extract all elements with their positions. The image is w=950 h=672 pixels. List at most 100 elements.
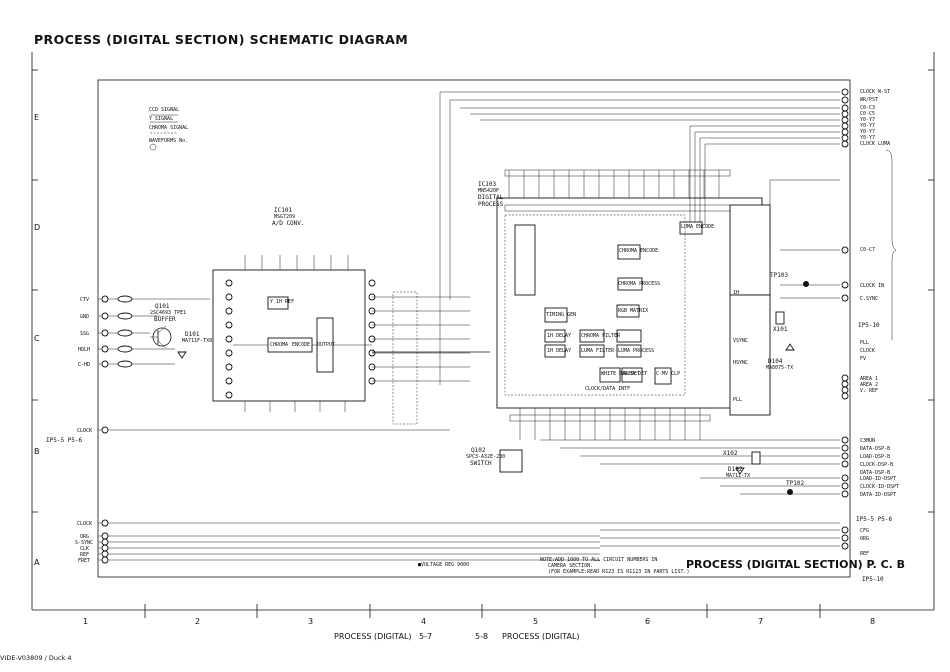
col-label-2: 2	[195, 617, 201, 626]
conn-right-10: CLOCK IN	[860, 283, 885, 289]
ic103-function2: PROCESS	[478, 201, 504, 208]
block-luma-encode: LUMA ENCODE	[681, 224, 715, 230]
conn-right-low-4: DATA-DSP-B	[860, 470, 891, 476]
ic101-function: A/D CONV.	[272, 220, 305, 227]
conn-left-gnd: GND	[80, 314, 90, 320]
note-line-3: (FOR EXAMPLE:READ R123 IS R1123 IN PARTS…	[548, 569, 690, 575]
block-rgb-matrix: RGB MATRIX	[618, 308, 649, 314]
col-label-1: 1	[83, 617, 89, 626]
legend	[149, 114, 178, 151]
col-label-7: 7	[758, 617, 764, 626]
block-hsync: HSYNC	[733, 360, 749, 366]
d101-ref: D101	[185, 331, 200, 338]
q101-symbol	[150, 325, 172, 349]
right-ref-page-2: IP5-5 P5-6	[856, 516, 893, 523]
block-timing-gen: TIMING GEN	[546, 312, 577, 318]
block-white-bal: WHITE BAL DET	[601, 371, 641, 377]
row-label-d: D	[34, 223, 41, 232]
col-label-4: 4	[421, 617, 427, 626]
row-label-e: E	[34, 113, 40, 122]
row-label-c: C	[34, 334, 40, 343]
conn-left-hdlh: HDLH	[78, 347, 91, 353]
block-1h-delay-b: 1H DELAY	[547, 348, 572, 354]
legend-chroma: CHROMA SIGNAL	[149, 125, 189, 131]
block-y-ref: Y 1H REF	[270, 299, 295, 305]
block-chroma-encode: CHROMA ENCODE	[619, 248, 659, 254]
conn-right-3: C0-C5	[860, 111, 876, 117]
row-label-a: A	[34, 558, 40, 567]
conn-left-ref: REF	[80, 552, 90, 558]
col-label-3: 3	[308, 617, 314, 626]
conn-right-8: CLOCK LUMA	[860, 141, 891, 147]
conn-right-csync: C.SYNC	[860, 296, 879, 302]
data-bus-ic101-ic103	[372, 291, 490, 425]
block-clock-data: CLOCK/DATA INTF	[585, 386, 631, 392]
footer-right-title: PROCESS (DIGITAL)	[502, 632, 580, 641]
conn-right-fv: FV	[860, 356, 867, 362]
left-connectors	[98, 295, 600, 564]
conn-right-low-6: CLOCK-ID-DSPT	[860, 484, 900, 490]
row-label-b: B	[34, 447, 40, 456]
conn-right-low-7: DATA-ID-DSPT	[860, 492, 897, 498]
conn-right-pll: PLL	[860, 340, 870, 346]
conn-left-clk: CLK	[80, 546, 90, 552]
q102-part: SPC3-A32E-230	[466, 454, 506, 460]
block-chroma-filter: CHROMA FILTER	[581, 333, 621, 339]
conn-right-4: Y0-Y7	[860, 117, 876, 123]
conn-right-0: CLOCK W-ST	[860, 89, 891, 95]
ic101-body	[212, 269, 366, 402]
col-label-8: 8	[870, 617, 876, 626]
legend-y: Y SIGNAL	[149, 116, 174, 122]
conn-right-area2: AREA 2	[860, 382, 879, 388]
block-encode: ENCODE	[292, 342, 311, 348]
block-pll: PLL	[733, 397, 743, 403]
conn-right-7: Y0-Y7	[860, 135, 876, 141]
note-line-1: NOTE:ADD 1000 TO ALL CIRCUIT NUMBERS IN	[540, 557, 658, 563]
ic103-blocks	[504, 204, 771, 416]
conn-right-clock: CLOCK	[860, 348, 876, 354]
conn-left-fret: FRET	[78, 558, 91, 564]
conn-left-ssg: SSG	[80, 331, 90, 337]
d104-ref: D104	[768, 358, 783, 365]
col-label-5: 5	[533, 617, 539, 626]
conn-right-low-5: LOAD-ID-DSPT	[860, 476, 897, 482]
ic101-ref: IC101	[274, 207, 293, 214]
x101-ref: X101	[773, 326, 788, 333]
conn-right-vref: V. REF	[860, 388, 879, 394]
conn-left-ssync: S-SYNC	[75, 540, 94, 546]
ic101-part: MSG7209	[274, 214, 296, 220]
q101-part: 2SC4693 TPE1	[150, 310, 187, 316]
ic103-ref: IC103	[478, 181, 497, 188]
conn-right-1: WR/PST	[860, 97, 879, 103]
q102-body	[499, 449, 523, 473]
conn-right-cfg: CFG	[860, 528, 870, 534]
conn-left-ctv: CTV	[80, 297, 90, 303]
tp103-label: TP103	[770, 272, 789, 279]
conn-left-chd: C-HD	[78, 362, 91, 368]
conn-left-clock2: CLOCK	[77, 521, 93, 527]
block-luma-process: LUMA PROCESS	[618, 348, 655, 354]
conn-left-org: ORG	[80, 534, 90, 540]
conn-right-6: Y0-Y7	[860, 129, 876, 135]
tp102-label: TP102	[786, 480, 805, 487]
conn-right-org: ORG	[860, 536, 870, 542]
footer-left-title: PROCESS (DIGITAL)	[334, 632, 412, 641]
q102-ref: Q102	[471, 447, 486, 454]
d102-ref: D102	[728, 466, 743, 473]
ic103-function: DIGITAL	[478, 194, 504, 201]
block-output: OUTPUT	[317, 342, 336, 348]
q101-ref: Q101	[155, 303, 170, 310]
ic103-part: MN5420P	[478, 188, 500, 194]
diagram-title: PROCESS (DIGITAL SECTION) SCHEMATIC DIAG…	[34, 32, 409, 47]
d101-part: MA711F-TX8	[182, 338, 213, 344]
block-1h: 1H	[733, 290, 740, 296]
conn-right-ref: REF	[860, 551, 870, 557]
conn-right-low-0: C3MUN	[860, 438, 876, 444]
q101-function: BUFFER	[154, 316, 176, 323]
top-bus	[439, 91, 840, 385]
conn-right-low-3: CLOCK-DSP-B	[860, 462, 894, 468]
pcb-title: PROCESS (DIGITAL SECTION) P. C. B	[686, 558, 906, 571]
right-ref-page-3: IP5-10	[862, 576, 884, 583]
conn-right-area1: AREA 1	[860, 376, 879, 382]
